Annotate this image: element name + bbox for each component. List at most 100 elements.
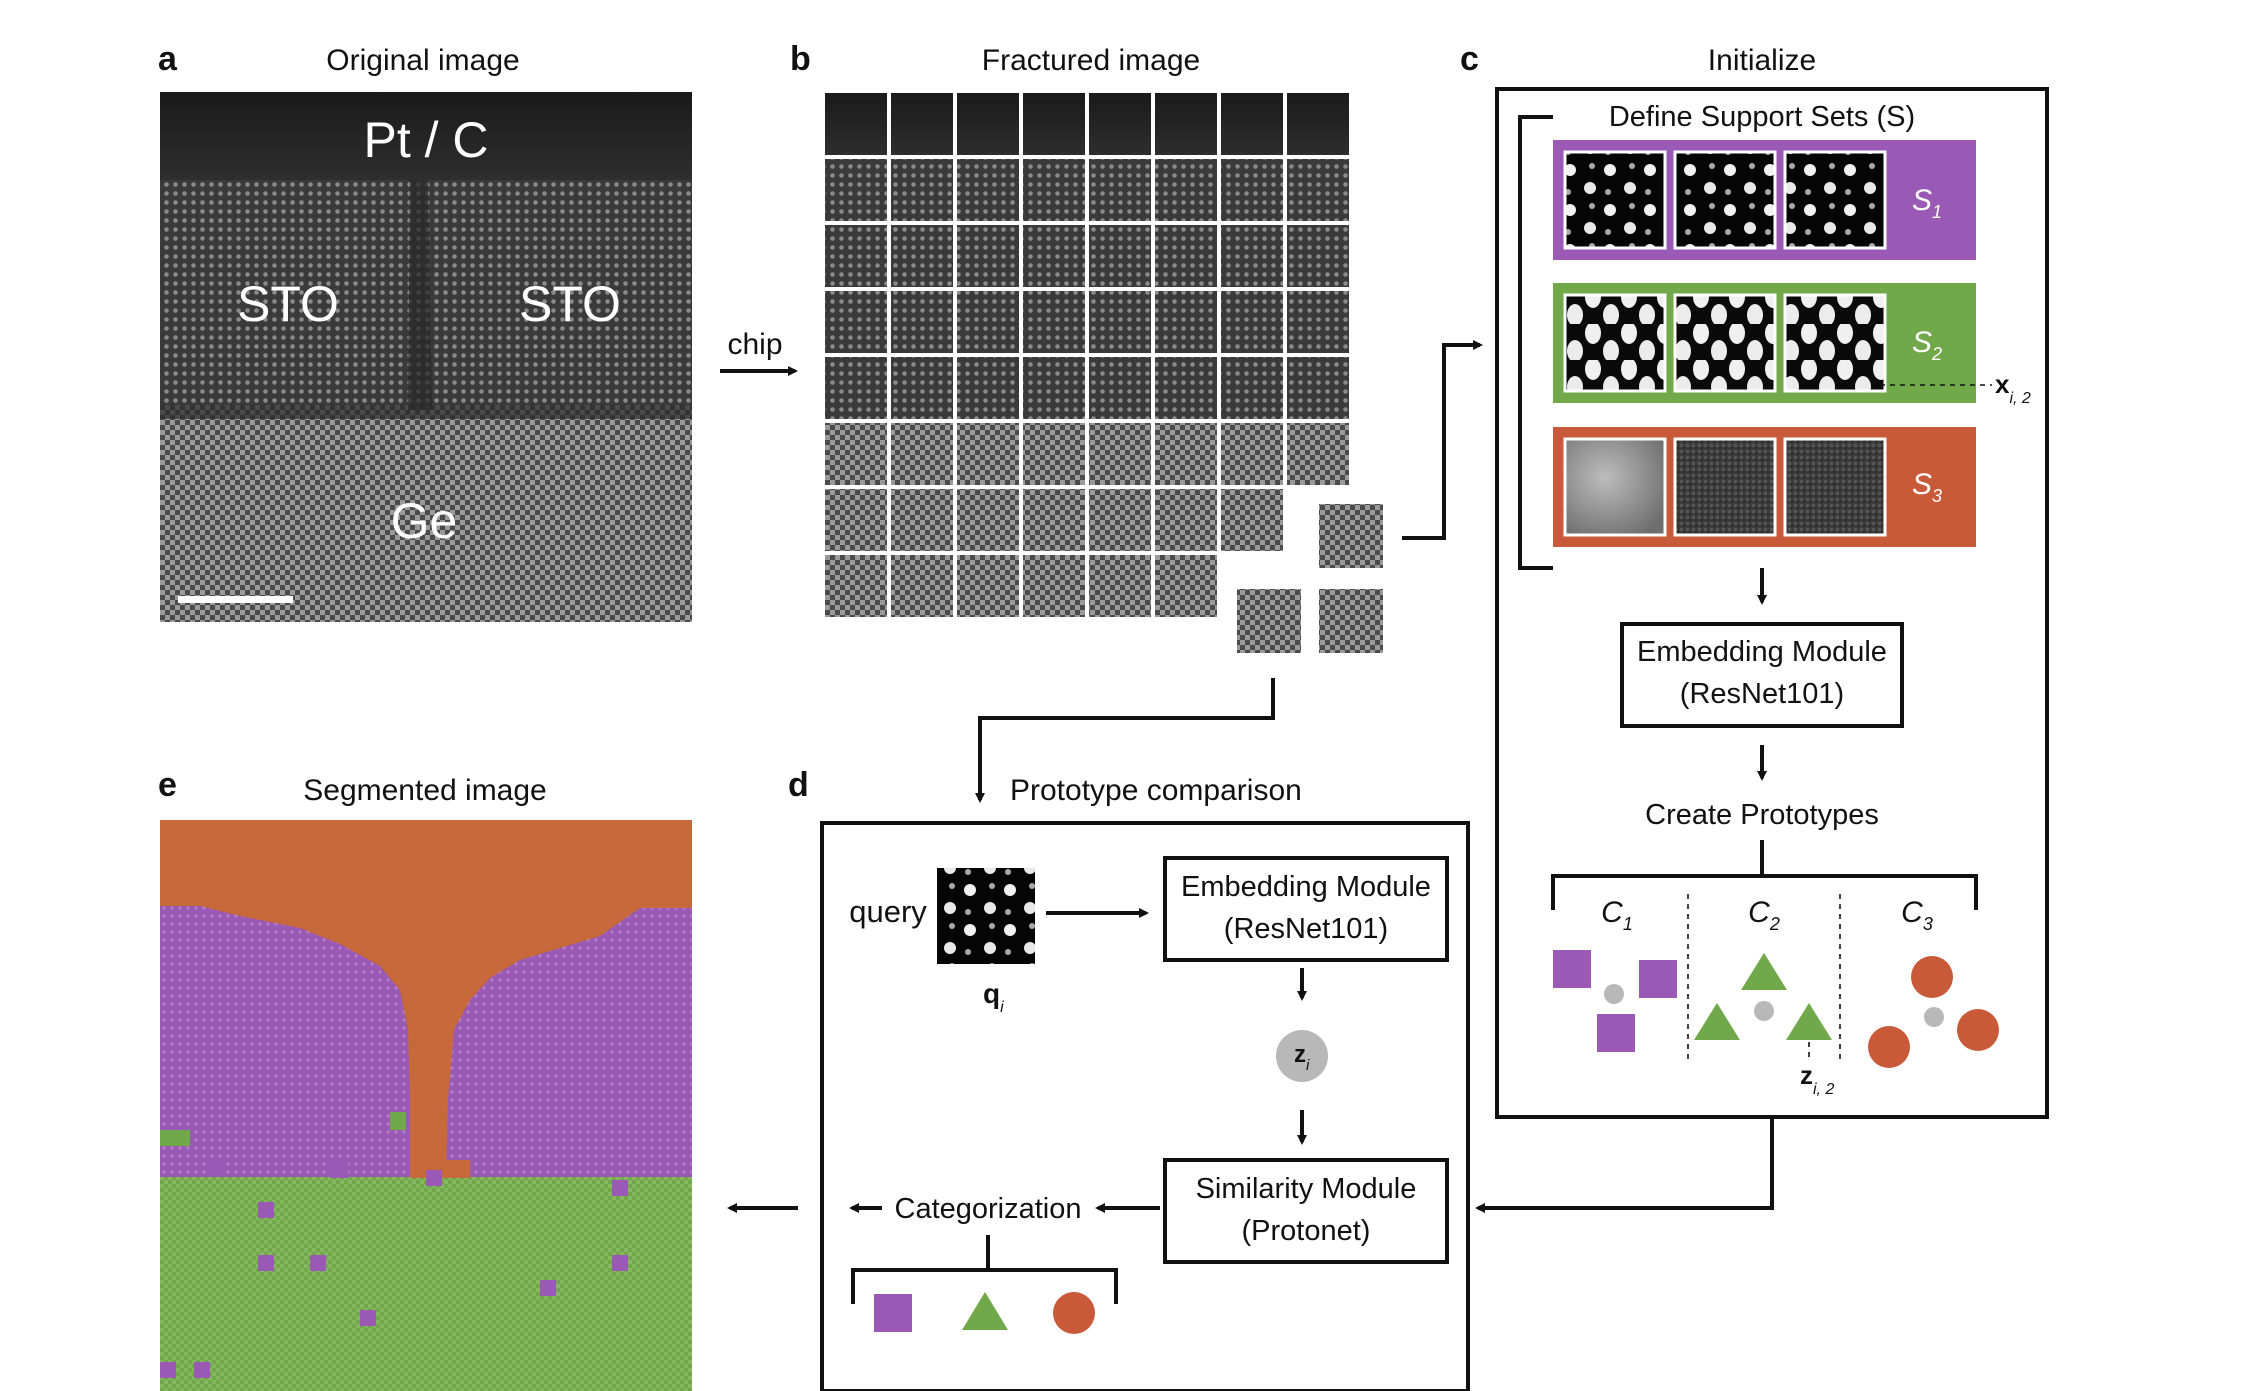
fractured-tile (1285, 223, 1351, 289)
segment-speck (390, 1112, 406, 1130)
embedding-module-c (1620, 622, 1904, 728)
fractured-tile (1087, 289, 1153, 355)
fractured-tile (955, 553, 1021, 619)
fractured-tile (889, 487, 955, 553)
similarity-line2: (Protonet) (1242, 1215, 1371, 1247)
panel-title-d: Prototype comparison (1010, 774, 1302, 807)
fractured-tile (1087, 91, 1153, 157)
fractured-tile (1219, 91, 1285, 157)
panel-title-a: Original image (326, 44, 519, 77)
segment-speck (160, 1130, 190, 1146)
fractured-tile (1285, 157, 1351, 223)
scale-bar (178, 596, 293, 603)
categorization-bracket (851, 1268, 1118, 1304)
fractured-tile (889, 553, 955, 619)
fractured-tile (1285, 289, 1351, 355)
fractured-tile (1153, 157, 1219, 223)
segment-speck (612, 1255, 628, 1271)
fractured-tile (1021, 553, 1087, 619)
panel-letter-d: d (788, 766, 809, 804)
fractured-tile (955, 289, 1021, 355)
class-c1-cluster (1553, 950, 1677, 1052)
fractured-tile (1153, 289, 1219, 355)
fractured-tile (1087, 421, 1153, 487)
support-sets-title: Define Support Sets (S) (1609, 101, 1915, 133)
fractured-tile (1219, 421, 1285, 487)
fractured-tile (823, 289, 889, 355)
fractured-tile (823, 223, 889, 289)
fractured-tile (889, 157, 955, 223)
segment-speck (194, 1362, 210, 1378)
fractured-tile (1021, 91, 1087, 157)
segment-speck (426, 1170, 442, 1186)
embedding-c-line2: (ResNet101) (1680, 678, 1844, 710)
prototype-center-c3 (1924, 1007, 1944, 1027)
fractured-tile (1285, 91, 1351, 157)
fractured-tile (1153, 91, 1219, 157)
fractured-tile (823, 421, 889, 487)
panel-letter-b: b (790, 40, 811, 78)
support-set-2-label: S2 (1912, 326, 1942, 364)
fractured-tile (1021, 487, 1087, 553)
query-label: query (849, 894, 927, 929)
support-bracket (1518, 115, 1553, 570)
fractured-tile (1087, 553, 1153, 619)
fractured-tile (889, 289, 955, 355)
support-set-2: S2 (1553, 283, 1976, 403)
panel-letter-a: a (158, 40, 178, 78)
arrow-prototypes-to-similarity (1475, 1117, 1774, 1213)
fractured-tile (823, 157, 889, 223)
similarity-line1: Similarity Module (1196, 1173, 1417, 1205)
fractured-tile (823, 487, 889, 553)
segmented-map (160, 820, 692, 1391)
embedding-d-line1: Embedding Module (1181, 871, 1431, 903)
embedding-c-line1: Embedding Module (1637, 636, 1887, 668)
fractured-tile (823, 355, 889, 421)
class-c1-label: C1 (1601, 896, 1633, 934)
fractured-tile (1153, 487, 1219, 553)
fractured-tile (955, 157, 1021, 223)
panel-title-e: Segmented image (303, 774, 547, 807)
fractured-tile (1153, 421, 1219, 487)
segment-speck (330, 1160, 348, 1178)
category-purple-square (874, 1294, 912, 1332)
fractured-tile (1219, 487, 1285, 553)
loose-tiles (1235, 502, 1385, 655)
arrow-to-initialize (1402, 340, 1483, 540)
arrow-to-comparison (975, 678, 1275, 803)
zi-node (1276, 1030, 1328, 1082)
fractured-tile (823, 91, 889, 157)
class-c3-cluster (1868, 956, 1999, 1068)
query-patch (937, 868, 1035, 964)
fractured-tile (1087, 157, 1153, 223)
fractured-tile (1219, 223, 1285, 289)
fractured-tile (1153, 355, 1219, 421)
fractured-tile (1021, 355, 1087, 421)
fractured-tile (955, 487, 1021, 553)
label-pt-c: Pt / C (363, 112, 488, 168)
chip-arrow: chip (720, 328, 798, 376)
fractured-tile-grid (823, 91, 1351, 619)
prototype-center-c2 (1754, 1001, 1774, 1021)
embedding-d-line2: (ResNet101) (1224, 913, 1388, 945)
panel-title-b: Fractured image (982, 44, 1200, 77)
support-set-1-label: S1 (1912, 184, 1942, 222)
zi-label: zi (1294, 1041, 1310, 1074)
fractured-tile (1087, 355, 1153, 421)
panel-b: b Fractured image (790, 40, 1385, 655)
fractured-tile (889, 421, 955, 487)
x-label: xi, 2 (1995, 369, 2031, 407)
segment-speck (310, 1255, 326, 1271)
class-c2-label: C2 (1748, 896, 1780, 934)
fractured-tile (1153, 553, 1219, 619)
fractured-tile (955, 421, 1021, 487)
segment-speck (258, 1255, 274, 1271)
prototype-center-c1 (1604, 984, 1624, 1004)
panel-letter-e: e (158, 766, 177, 804)
segment-speck (360, 1310, 376, 1326)
panel-title-c: Initialize (1708, 44, 1816, 77)
fractured-tile (823, 553, 889, 619)
fractured-tile (1285, 355, 1351, 421)
fractured-tile (1021, 157, 1087, 223)
